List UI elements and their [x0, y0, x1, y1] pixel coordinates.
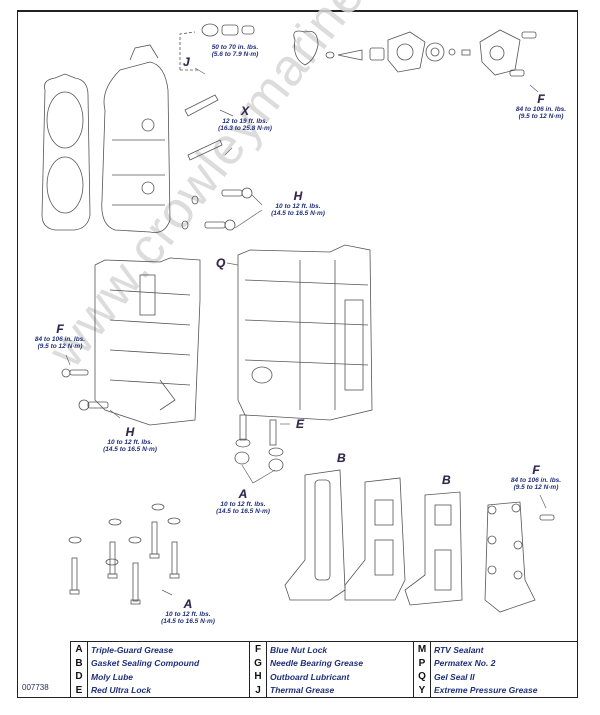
- torque-spec-metric: (16.3 to 25.8 N·m): [218, 125, 272, 133]
- legend-keys: A B D E: [71, 642, 88, 698]
- legend-key: H: [254, 671, 262, 683]
- legend-label: RTV Sealant: [434, 644, 484, 655]
- legend-column: A B D E Triple-Guard Grease Gasket Seali…: [71, 642, 250, 698]
- torque-spec-imperial: 12 to 19 ft. lbs.: [222, 118, 268, 126]
- callout-E: E: [296, 417, 305, 431]
- callout-J: J: [183, 55, 190, 69]
- cylinder-head: [101, 44, 171, 233]
- torque-spec-metric: (5.6 to 7.9 N·m): [211, 51, 259, 59]
- torque-spec-imperial: 10 to 12 ft. lbs.: [107, 439, 153, 447]
- legend-label: Extreme Pressure Grease: [434, 685, 538, 696]
- callout-F-left: F 84 to 106 in. lbs. (9.5 to 12 N·m): [20, 322, 100, 351]
- callout-letter: A: [238, 487, 248, 501]
- figure-number: 007738: [22, 683, 49, 692]
- legend-key: F: [254, 644, 262, 656]
- legend-keys: M P Q Y: [414, 642, 431, 698]
- callout-F-top-right: F 84 to 106 in. lbs. (9.5 to 12 N·m): [505, 92, 577, 121]
- bottom-bolts: [68, 503, 181, 605]
- callout-letter: H: [293, 189, 303, 203]
- callout-letter: H: [125, 425, 135, 439]
- exhaust-gaskets: [284, 469, 536, 613]
- torque-spec-imperial: 84 to 106 in. lbs.: [34, 336, 86, 344]
- callout-H-left: H 10 to 12 ft. lbs. (14.5 to 16.5 N·m): [90, 425, 170, 454]
- torque-spec-metric: (9.5 to 12 N·m): [518, 113, 564, 121]
- callout-X: X 12 to 19 ft. lbs. (16.3 to 25.8 N·m): [205, 104, 285, 133]
- head-gasket: [41, 73, 91, 231]
- legend-column: F G H J Blue Nut Lock Needle Bearing Gre…: [250, 642, 414, 698]
- legend-keys: F G H J: [250, 642, 267, 698]
- callout-letter: F: [532, 463, 540, 477]
- callout-B-1: B: [337, 451, 346, 465]
- legend-labels: RTV Sealant Permatex No. 2 Gel Seal II E…: [431, 642, 576, 698]
- legend-key: B: [75, 657, 83, 669]
- torque-spec-imperial: 84 to 106 in. lbs.: [510, 477, 562, 485]
- legend-key: J: [255, 684, 261, 696]
- legend-key: D: [75, 671, 83, 683]
- legend-key: E: [75, 684, 83, 696]
- legend-column: M P Q Y RTV Sealant Permatex No. 2 Gel S…: [414, 642, 576, 698]
- lubricant-sealant-legend: A B D E Triple-Guard Grease Gasket Seali…: [70, 641, 578, 698]
- legend-key: Y: [418, 684, 426, 696]
- callout-torque-top: 50 to 70 in. lbs. (5.6 to 7.9 N·m): [195, 44, 275, 58]
- crankcase-cover: [94, 257, 201, 426]
- callout-Q: Q: [216, 256, 226, 270]
- leader-lines: [65, 67, 547, 596]
- callout-A-bottom: A 10 to 12 ft. lbs. (14.5 to 16.5 N·m): [148, 597, 228, 626]
- temperature-sensors: [184, 94, 223, 161]
- callout-letter: F: [56, 322, 64, 336]
- torque-spec-imperial: 50 to 70 in. lbs.: [211, 44, 259, 51]
- callout-F-bottom-right: F 84 to 106 in. lbs. (9.5 to 12 N·m): [500, 463, 572, 492]
- legend-key: G: [254, 657, 262, 669]
- legend-key: P: [418, 657, 426, 669]
- crankcase-bolts: [61, 368, 109, 411]
- torque-spec-metric: (9.5 to 12 N·m): [513, 484, 559, 492]
- cover-bolt: [539, 514, 555, 521]
- torque-spec-metric: (14.5 to 16.5 N·m): [103, 446, 157, 454]
- legend-label: Moly Lube: [91, 671, 134, 682]
- legend-label: Gasket Sealing Compound: [91, 658, 200, 669]
- legend-label: Permatex No. 2: [434, 658, 496, 669]
- legend-label: Gel Seal II: [434, 671, 475, 682]
- legend-labels: Triple-Guard Grease Gasket Sealing Compo…: [88, 642, 250, 698]
- cylinder-block: [237, 244, 373, 421]
- legend-label: Needle Bearing Grease: [270, 658, 364, 669]
- torque-spec-imperial: 84 to 106 in. lbs.: [515, 106, 567, 114]
- torque-spec-imperial: 10 to 12 ft. lbs.: [275, 203, 321, 211]
- callout-letter: A: [183, 597, 193, 611]
- washers-nuts: [234, 414, 284, 472]
- legend-label: Triple-Guard Grease: [91, 644, 174, 655]
- torque-spec-imperial: 10 to 12 ft. lbs.: [165, 611, 211, 619]
- thermostat-parts: [201, 23, 537, 77]
- torque-spec-metric: (14.5 to 16.5 N·m): [216, 508, 270, 516]
- callout-B-2: B: [442, 473, 451, 487]
- legend-label: Blue Nut Lock: [270, 644, 328, 655]
- legend-label: Outboard Lubricant: [270, 671, 350, 682]
- callout-letter: X: [240, 104, 249, 118]
- torque-spec-imperial: 10 to 12 ft. lbs.: [220, 501, 266, 509]
- torque-spec-metric: (9.5 to 12 N·m): [37, 343, 83, 351]
- torque-spec-metric: (14.5 to 16.5 N·m): [161, 618, 215, 626]
- legend-key: Q: [418, 671, 426, 683]
- head-bolts: [181, 187, 253, 231]
- diagram-frame: [17, 10, 578, 698]
- callout-H-top: H 10 to 12 ft. lbs. (14.5 to 16.5 N·m): [258, 189, 338, 218]
- callout-A-mid: A 10 to 12 ft. lbs. (14.5 to 16.5 N·m): [203, 487, 283, 516]
- legend-key: A: [75, 644, 83, 656]
- legend-key: M: [417, 644, 427, 656]
- legend-labels: Blue Nut Lock Needle Bearing Grease Outb…: [267, 642, 414, 698]
- legend-label: Red Ultra Lock: [91, 685, 151, 696]
- torque-spec-metric: (14.5 to 16.5 N·m): [271, 210, 325, 218]
- dashed-leader: [179, 31, 200, 71]
- legend-label: Thermal Grease: [270, 685, 335, 696]
- callout-letter: F: [537, 92, 545, 106]
